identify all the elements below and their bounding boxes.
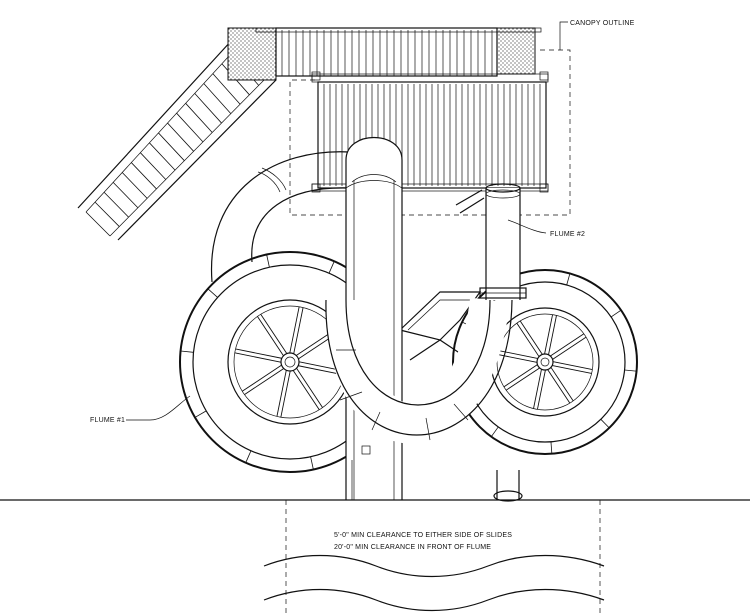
spoke <box>293 307 304 354</box>
deck-landing-right <box>496 27 536 75</box>
stair-tread <box>167 122 194 152</box>
stair-tread <box>149 142 176 171</box>
stair-tread <box>176 112 204 143</box>
spoke <box>550 367 574 402</box>
stair-landing-left <box>227 27 277 81</box>
canopy-outline-label: CANOPY OUTLINE <box>570 20 635 27</box>
stair-tread <box>112 182 139 209</box>
clearance-note-sides: 5'-0" MIN CLEARANCE TO EITHER SIDE OF SL… <box>334 532 512 539</box>
spoke <box>244 368 284 395</box>
spoke <box>276 370 287 417</box>
spoke <box>544 314 554 354</box>
spoke <box>280 371 291 418</box>
stair-tread <box>158 132 185 161</box>
spoke <box>296 368 323 408</box>
stair-tread <box>194 93 222 124</box>
spoke <box>550 333 585 357</box>
ring-segment <box>550 441 553 454</box>
flume-1-upper-loop <box>210 151 485 283</box>
spoke <box>503 364 538 388</box>
stair-tread <box>203 83 232 114</box>
spoke <box>536 370 546 410</box>
spoke <box>235 348 282 359</box>
spoke <box>260 313 288 354</box>
canopy-outline: CANOPY OUTLINE <box>289 20 635 216</box>
spoke <box>552 365 592 374</box>
spoke <box>533 369 542 409</box>
clearance-note-front: 20'-0" MIN CLEARANCE IN FRONT OF FLUME <box>334 544 491 551</box>
spoke <box>257 316 284 356</box>
spoke <box>552 336 587 360</box>
break-line-upper <box>263 554 605 578</box>
spoke <box>553 361 593 371</box>
stair-tread <box>121 172 148 199</box>
ring-segment <box>207 288 218 298</box>
spoke <box>547 369 571 404</box>
spoke <box>516 322 540 357</box>
spoke <box>292 370 320 411</box>
stair-tread <box>94 201 120 227</box>
ring-segment <box>624 369 637 372</box>
spoke <box>498 350 538 359</box>
ring-segment <box>245 450 252 463</box>
spoke <box>241 364 282 392</box>
flume-2-label: FLUME #2 <box>550 231 585 238</box>
ring-segment <box>266 254 270 268</box>
flume-1-callout: FLUME #1 <box>90 395 191 424</box>
ring-segment <box>566 273 571 286</box>
ring-segment <box>490 426 499 437</box>
upper-deck <box>255 27 542 77</box>
ring-segment <box>328 261 335 274</box>
spoke <box>548 315 557 355</box>
stair-tread <box>185 103 213 133</box>
flume-1-tube <box>325 137 513 500</box>
flume-1-label: FLUME #1 <box>90 417 125 424</box>
spoke <box>505 367 540 391</box>
ring-segment <box>600 419 610 429</box>
ring-segment <box>610 309 622 318</box>
break-line-lower <box>263 588 605 612</box>
ring-segment <box>310 456 314 470</box>
spoke <box>289 306 300 353</box>
spoke <box>234 352 281 363</box>
flume-2-spiral <box>452 269 638 455</box>
stair-tread <box>103 191 129 218</box>
stair-tread <box>140 152 167 180</box>
ring-segment <box>180 350 194 353</box>
flume-2-callout: FLUME #2 <box>507 219 585 238</box>
spoke <box>519 320 543 355</box>
stair-tread <box>85 211 111 237</box>
stair-tread <box>212 73 241 105</box>
stair-tread <box>131 162 157 190</box>
flume-2-tube <box>479 183 527 502</box>
ring-segment <box>194 410 207 418</box>
